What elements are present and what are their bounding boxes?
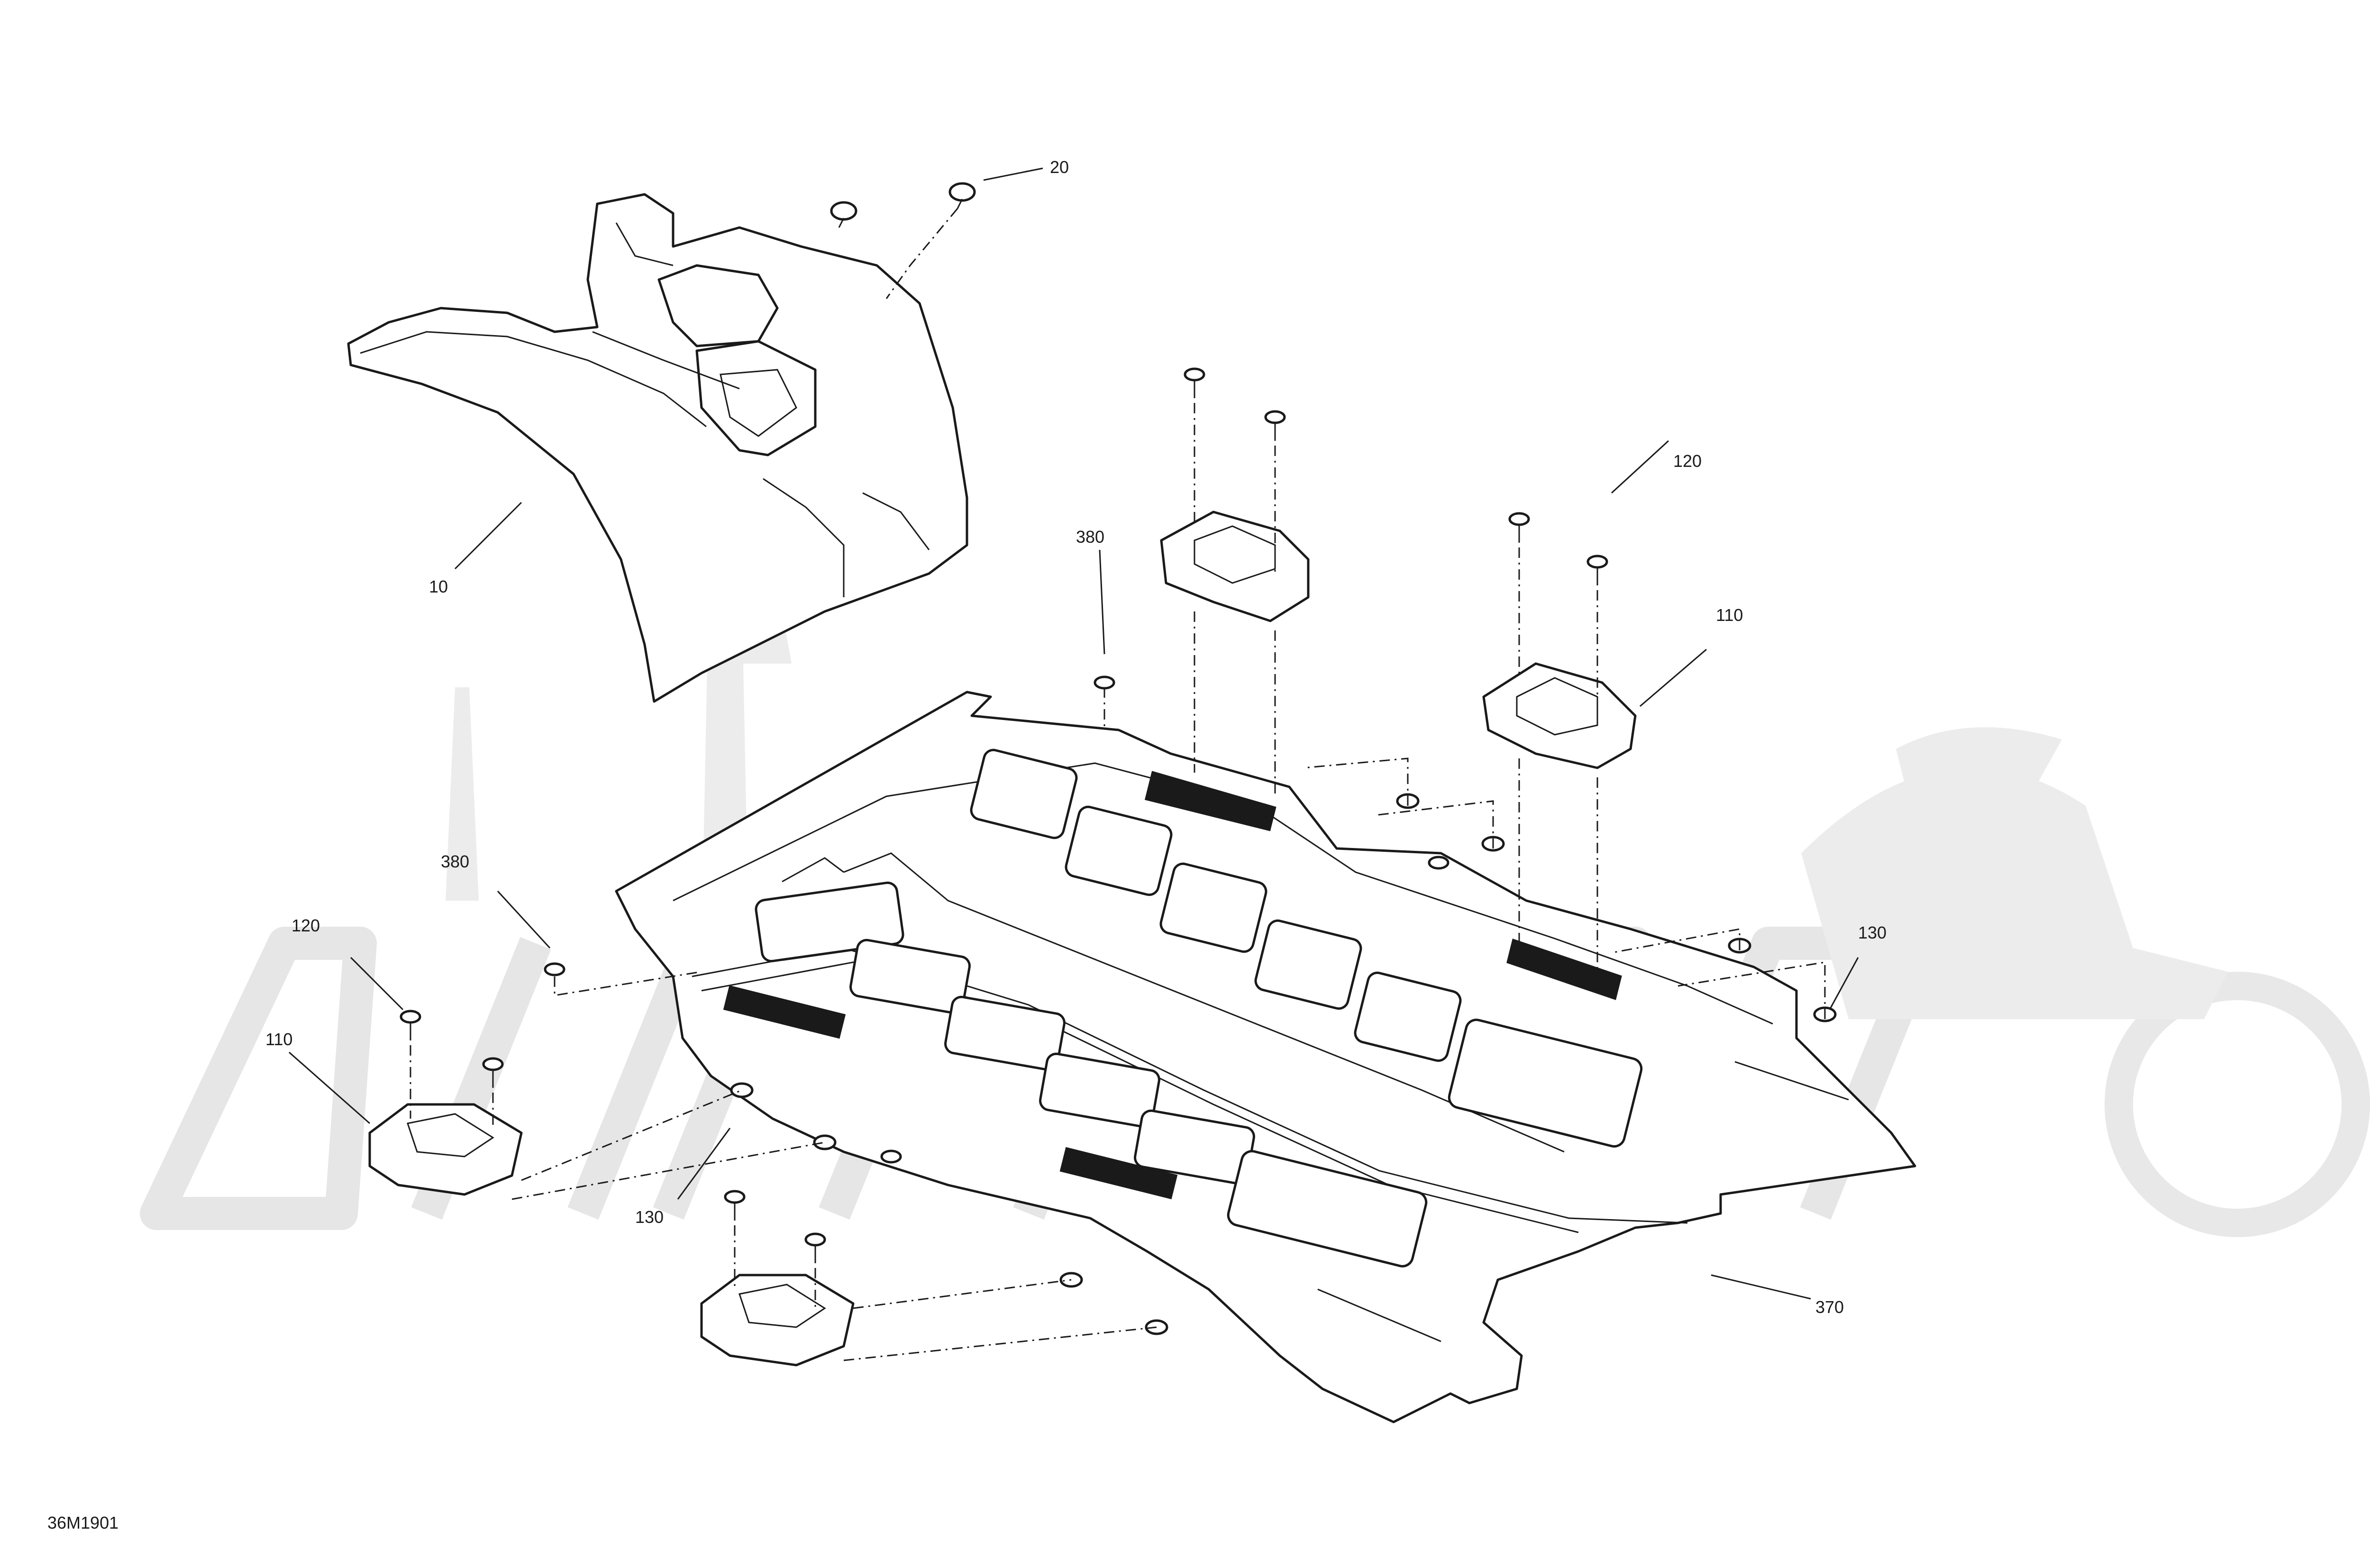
callout-label: 120: [292, 916, 320, 935]
leader-lines: [289, 167, 1859, 1300]
diagram-id: 36M1901: [47, 1513, 118, 1532]
callout-labels: 20 10 380 120 110 380 120 110 130 130 37…: [265, 157, 1887, 1317]
callout-label: 380: [441, 852, 469, 871]
bracket-part-110-upper: [1160, 511, 1310, 622]
callout-label: 130: [1858, 923, 1887, 942]
screw-part-20: [830, 182, 976, 228]
pad-part-110-lower: [700, 1274, 855, 1367]
callout-label: 370: [1815, 1297, 1844, 1317]
callout-label: 110: [1716, 605, 1743, 625]
skid-plate-part-370: [615, 691, 1916, 1423]
callout-label: 20: [1050, 157, 1069, 177]
pad-part-110-left: [368, 1103, 523, 1196]
callout-label: 120: [1673, 451, 1702, 471]
callout-label: 10: [429, 577, 448, 596]
callout-label: 380: [1076, 527, 1104, 547]
callout-label: 110: [265, 1030, 292, 1049]
callout-label: 130: [635, 1207, 664, 1227]
front-panel-part-10: [347, 193, 968, 703]
bracket-part-110-right: [1482, 662, 1637, 769]
assembly-lines: [410, 403, 1826, 1361]
